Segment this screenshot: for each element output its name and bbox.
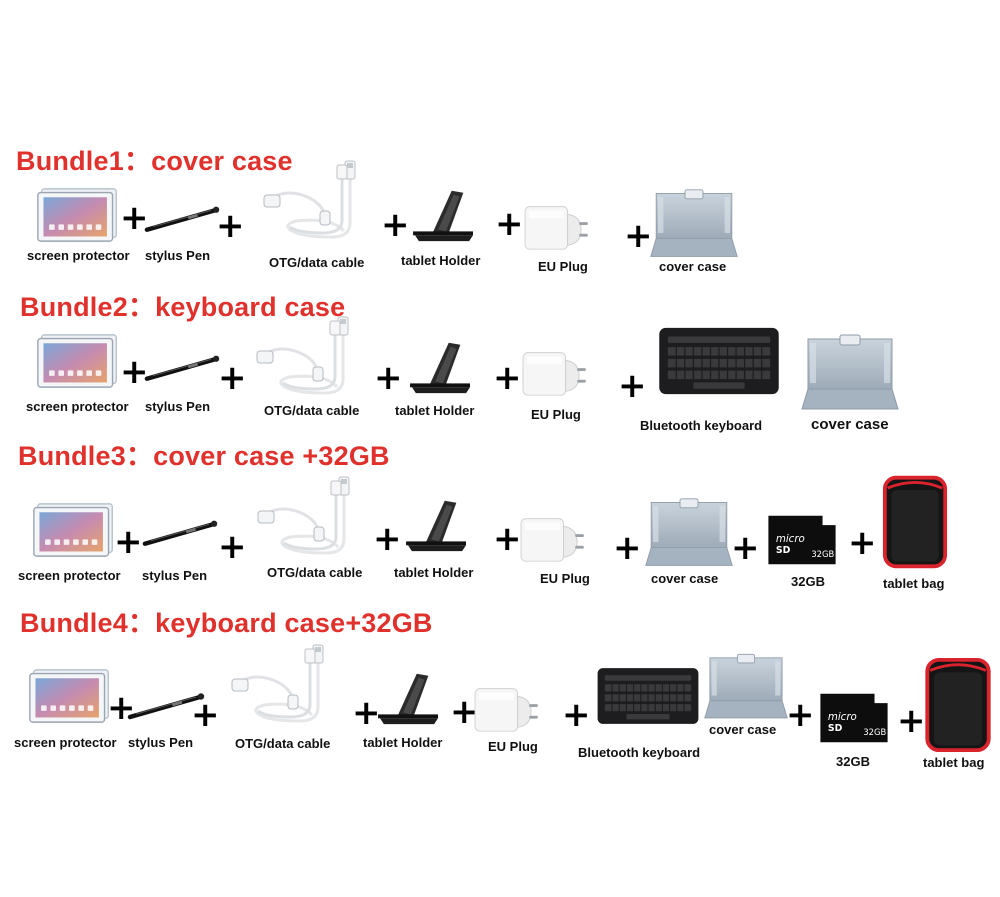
- item-label: 32GB: [791, 574, 825, 589]
- item-label: OTG/data cable: [235, 736, 331, 751]
- tablet-screen-icon: [36, 331, 120, 391]
- item-label: cover case: [811, 416, 889, 433]
- plus-icon: +: [373, 519, 402, 559]
- bundle-title: Bundle3：cover case +32GB: [18, 441, 390, 471]
- item-label: Bluetooth keyboard: [640, 418, 763, 433]
- item-label: EU Plug: [540, 571, 590, 586]
- item-label: cover case: [709, 722, 777, 737]
- item-label: cover case: [659, 259, 727, 274]
- item-label: tablet Holder: [395, 403, 475, 418]
- tablet-screen-icon: [28, 666, 112, 726]
- stylus-pen-icon: [143, 352, 221, 384]
- item-label: screen protector: [18, 568, 121, 583]
- tablet-holder-icon: [370, 668, 448, 726]
- plus-icon: +: [107, 688, 136, 728]
- plus-icon: +: [613, 528, 642, 568]
- plus-icon: +: [218, 527, 247, 567]
- keyboard-icon: [594, 655, 702, 737]
- tablet-holder-icon: [402, 337, 480, 395]
- item-label: tablet bag: [883, 576, 945, 591]
- keyboard-icon: [655, 313, 783, 409]
- plus-icon: +: [562, 695, 591, 735]
- cover-case-icon: [800, 333, 900, 413]
- item-label: EU Plug: [488, 739, 538, 754]
- plus-icon: +: [218, 358, 247, 398]
- plus-icon: +: [495, 204, 524, 244]
- plus-icon: +: [897, 701, 926, 741]
- item-label: stylus Pen: [128, 735, 194, 750]
- plus-icon: +: [624, 216, 653, 256]
- item-label: screen protector: [14, 735, 117, 750]
- item-label: stylus Pen: [145, 399, 211, 414]
- plus-icon: +: [114, 522, 143, 562]
- plus-icon: +: [374, 358, 403, 398]
- sd-card-icon: [814, 690, 894, 746]
- item-label: EU Plug: [538, 259, 588, 274]
- tablet-holder-icon: [405, 185, 483, 243]
- item-label: tablet Holder: [394, 565, 474, 580]
- tablet-screen-icon: [32, 500, 116, 560]
- stylus-pen-icon: [141, 517, 219, 549]
- item-label: 32GB: [836, 754, 870, 769]
- item-label: stylus Pen: [145, 248, 211, 263]
- plus-icon: +: [493, 519, 522, 559]
- plus-icon: +: [381, 205, 410, 245]
- eu-plug-icon: [520, 197, 590, 255]
- bundle-title: Bundle1：cover case: [16, 146, 293, 176]
- plus-icon: +: [618, 366, 647, 406]
- item-label: tablet Holder: [401, 253, 481, 268]
- item-label: tablet Holder: [363, 735, 443, 750]
- plus-icon: +: [731, 528, 760, 568]
- bundle-title: Bundle2：keyboard case: [20, 292, 346, 322]
- item-label: EU Plug: [531, 407, 581, 422]
- item-label: tablet bag: [923, 755, 985, 770]
- otg-cable-icon: [262, 160, 362, 242]
- eu-plug-icon: [470, 679, 540, 737]
- tablet-holder-icon: [398, 495, 476, 553]
- otg-cable-icon: [256, 476, 356, 558]
- cover-case-icon: [643, 497, 735, 569]
- plus-icon: +: [120, 198, 149, 238]
- item-label: stylus Pen: [142, 568, 208, 583]
- plus-icon: +: [191, 695, 220, 735]
- tablet-screen-icon: [36, 185, 120, 245]
- item-label: Bluetooth keyboard: [578, 745, 701, 760]
- item-label: OTG/data cable: [267, 565, 363, 580]
- eu-plug-icon: [518, 343, 588, 401]
- plus-icon: +: [120, 352, 149, 392]
- plus-icon: +: [786, 695, 815, 735]
- item-label: OTG/data cable: [264, 403, 360, 418]
- sd-card-icon: [762, 512, 842, 568]
- plus-icon: +: [848, 523, 877, 563]
- plus-icon: +: [216, 206, 245, 246]
- item-label: screen protector: [26, 399, 129, 414]
- cover-case-icon: [648, 188, 740, 260]
- item-label: screen protector: [27, 248, 130, 263]
- stylus-pen-icon: [143, 203, 221, 235]
- plus-icon: +: [352, 693, 381, 733]
- cover-case-icon: [703, 652, 789, 722]
- item-label: cover case: [651, 571, 719, 586]
- eu-plug-icon: [516, 509, 586, 567]
- plus-icon: +: [450, 692, 479, 732]
- tablet-bag-icon: [882, 474, 948, 570]
- item-label: OTG/data cable: [269, 255, 365, 270]
- otg-cable-icon: [230, 644, 330, 726]
- tablet-bag-icon: [924, 657, 992, 753]
- bundle-title: Bundle4：keyboard case+32GB: [20, 608, 433, 638]
- otg-cable-icon: [255, 316, 355, 398]
- plus-icon: +: [493, 358, 522, 398]
